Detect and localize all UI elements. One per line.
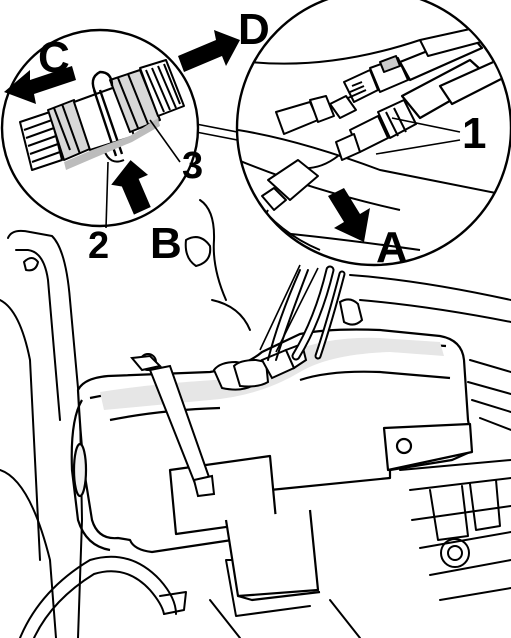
label-2: 2	[88, 225, 109, 267]
label-d: D	[238, 5, 270, 54]
wiring-harness	[267, 265, 346, 361]
arrow-a-icon	[328, 188, 370, 242]
label-1: 1	[462, 109, 486, 158]
label-c: C	[38, 33, 70, 82]
detail-callout-left	[0, 28, 200, 228]
label-pointers	[105, 117, 461, 229]
cable-tie	[130, 353, 216, 498]
label-a: A	[376, 223, 408, 272]
detail-callout-right	[235, 0, 511, 267]
label-b: B	[150, 219, 182, 268]
label-3: 3	[182, 145, 203, 187]
arrow-d-icon	[178, 30, 240, 72]
arrow-b-icon	[111, 160, 151, 215]
arrow-c-icon	[4, 66, 76, 104]
wire-clip	[338, 298, 364, 326]
vehicle-body-background	[0, 199, 511, 638]
